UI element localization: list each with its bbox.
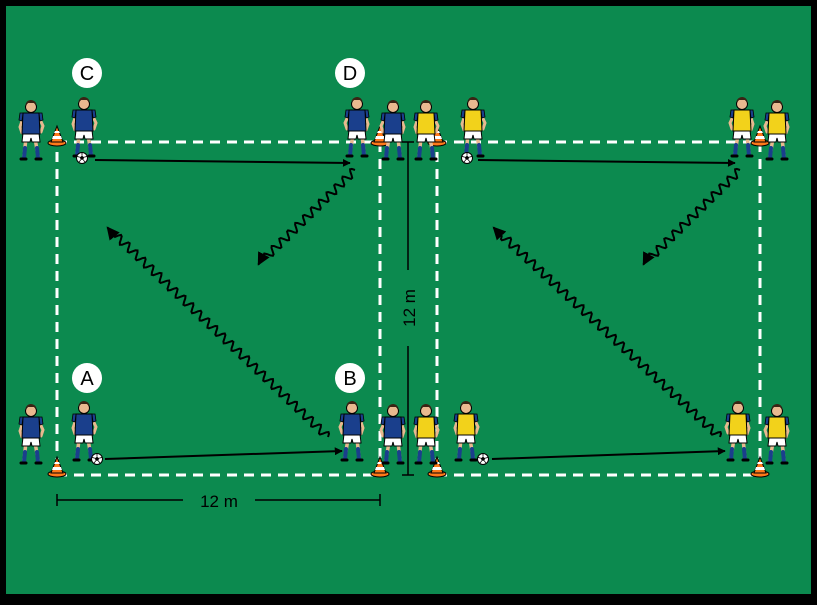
width-dimension-label: 12 m bbox=[200, 492, 238, 511]
player-icon-left-top-right-outside bbox=[379, 99, 406, 161]
position-label-a: A bbox=[72, 363, 102, 393]
pass-arrow-right-top bbox=[477, 158, 736, 167]
position-label-text: D bbox=[343, 63, 357, 85]
pass-arrow-right-bottom bbox=[491, 447, 726, 460]
cone-icon bbox=[47, 124, 67, 147]
player-icon-right-bottom-right bbox=[724, 400, 751, 462]
grid-left bbox=[55, 140, 382, 477]
player-icon-right-bottom-right-outside bbox=[763, 403, 790, 465]
run-path-b bbox=[106, 226, 331, 438]
player-icon-c bbox=[71, 96, 98, 158]
player-icon-right-bottom-left-outside bbox=[413, 403, 440, 465]
run-path-d bbox=[257, 167, 356, 266]
position-labels: A B C D bbox=[72, 58, 365, 393]
soccer-ball-icon bbox=[76, 152, 88, 164]
cone-icon bbox=[750, 455, 770, 478]
run-path-icon bbox=[106, 167, 741, 438]
player-icon-right-top-right bbox=[728, 96, 755, 158]
run-path-right-bottom bbox=[492, 226, 723, 438]
balls bbox=[76, 152, 489, 465]
player-icon-right-top-right-outside bbox=[763, 99, 790, 161]
cone-icon bbox=[370, 124, 390, 147]
cone-icon bbox=[750, 124, 770, 147]
players bbox=[18, 96, 790, 465]
position-label-text: B bbox=[343, 368, 356, 390]
pass-arrow-a-to-b bbox=[104, 447, 343, 460]
height-dimension-label: 12 m bbox=[400, 289, 419, 327]
cone-icon bbox=[47, 455, 67, 478]
soccer-ball-icon bbox=[461, 152, 473, 164]
player-icon-right-top-left bbox=[460, 96, 487, 158]
pass-arrow-c-to-d bbox=[94, 158, 351, 167]
position-label-c: C bbox=[72, 58, 102, 88]
position-label-text: C bbox=[80, 63, 94, 85]
player-icon-left-bottom-outside bbox=[18, 403, 45, 465]
grid-right bbox=[435, 140, 762, 477]
player-icon-left-top-outside bbox=[18, 99, 45, 161]
player-icon-d bbox=[343, 96, 370, 158]
player-icon-right-bottom-left bbox=[453, 400, 480, 462]
run-path-right-top bbox=[642, 167, 741, 266]
height-dimension: 12 m bbox=[398, 141, 420, 476]
width-dimension: 12 m bbox=[56, 490, 381, 511]
position-label-text: A bbox=[80, 368, 94, 390]
position-label-d: D bbox=[335, 58, 365, 88]
soccer-ball-icon bbox=[91, 453, 103, 465]
pass-arrow-icon bbox=[94, 158, 736, 460]
player-icon-left-bottom-right-outside bbox=[379, 403, 406, 465]
player-icon-b bbox=[338, 400, 365, 462]
position-label-b: B bbox=[335, 363, 365, 393]
soccer-ball-icon bbox=[477, 453, 489, 465]
cone-icon bbox=[370, 455, 390, 478]
player-icon-right-top-left-outside bbox=[413, 99, 440, 161]
